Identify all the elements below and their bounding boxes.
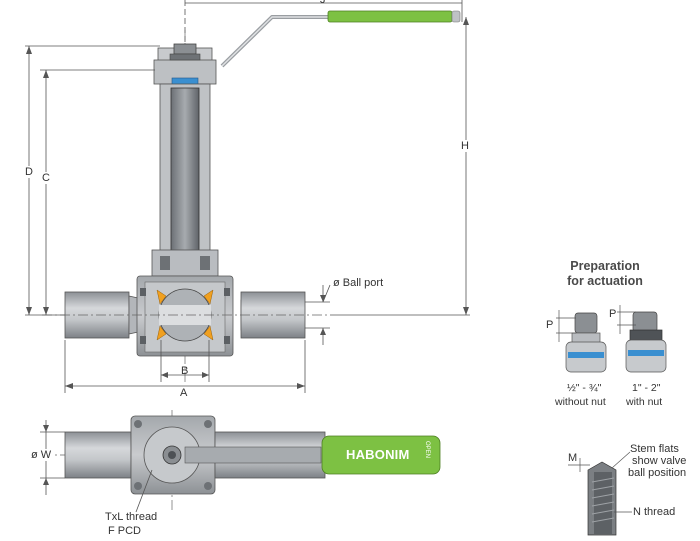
dim-label-h: H [460, 140, 470, 152]
stem-detail [568, 451, 632, 536]
dim-label-p-small: P [546, 319, 554, 331]
actuation-heading-line2: for actuation [567, 274, 643, 288]
small-note-label: without nut [555, 396, 606, 408]
handle-lever [220, 10, 461, 68]
dim-d-c [25, 45, 160, 316]
actuation-large [617, 305, 667, 373]
dim-label-w: ø W [30, 449, 53, 461]
n-thread-label: N thread [633, 506, 676, 518]
stem-flats-line2: show valve [632, 455, 687, 467]
small-sizes-label: ½" - ¾" [567, 382, 602, 394]
valve-body [64, 275, 306, 357]
extension-bonnet [151, 43, 219, 299]
open-mark: OPEN [424, 441, 430, 459]
dim-arrows-dc [26, 46, 49, 315]
large-note-label: with nut [626, 396, 663, 408]
actuation-heading-line1: Preparation [570, 259, 640, 273]
actuation-small [556, 310, 607, 373]
dim-j [184, 0, 463, 52]
dim-label-j: J [320, 0, 326, 6]
dim-a [64, 340, 306, 393]
elevation-view [25, 0, 470, 393]
dim-label-b: B [181, 365, 189, 377]
dim-label-m: M [568, 452, 578, 464]
stem-flats-line3: ball position [628, 467, 687, 479]
dim-label-a: A [180, 387, 188, 399]
thread-label: TxL thread [105, 511, 158, 523]
dim-h [330, 17, 470, 316]
dim-label-p-large: P [609, 308, 617, 320]
dim-label-ball-port: ø Ball port [333, 277, 384, 289]
large-sizes-label: 1" - 2" [632, 382, 661, 394]
dim-label-c: C [41, 172, 51, 184]
stem-flats-line1: Stem flats [630, 443, 679, 455]
dim-label-d: D [24, 166, 34, 178]
brand-logo-text: HABONIM [346, 447, 410, 462]
pcd-label: F PCD [108, 525, 141, 537]
dim-arrows-h [463, 17, 469, 315]
